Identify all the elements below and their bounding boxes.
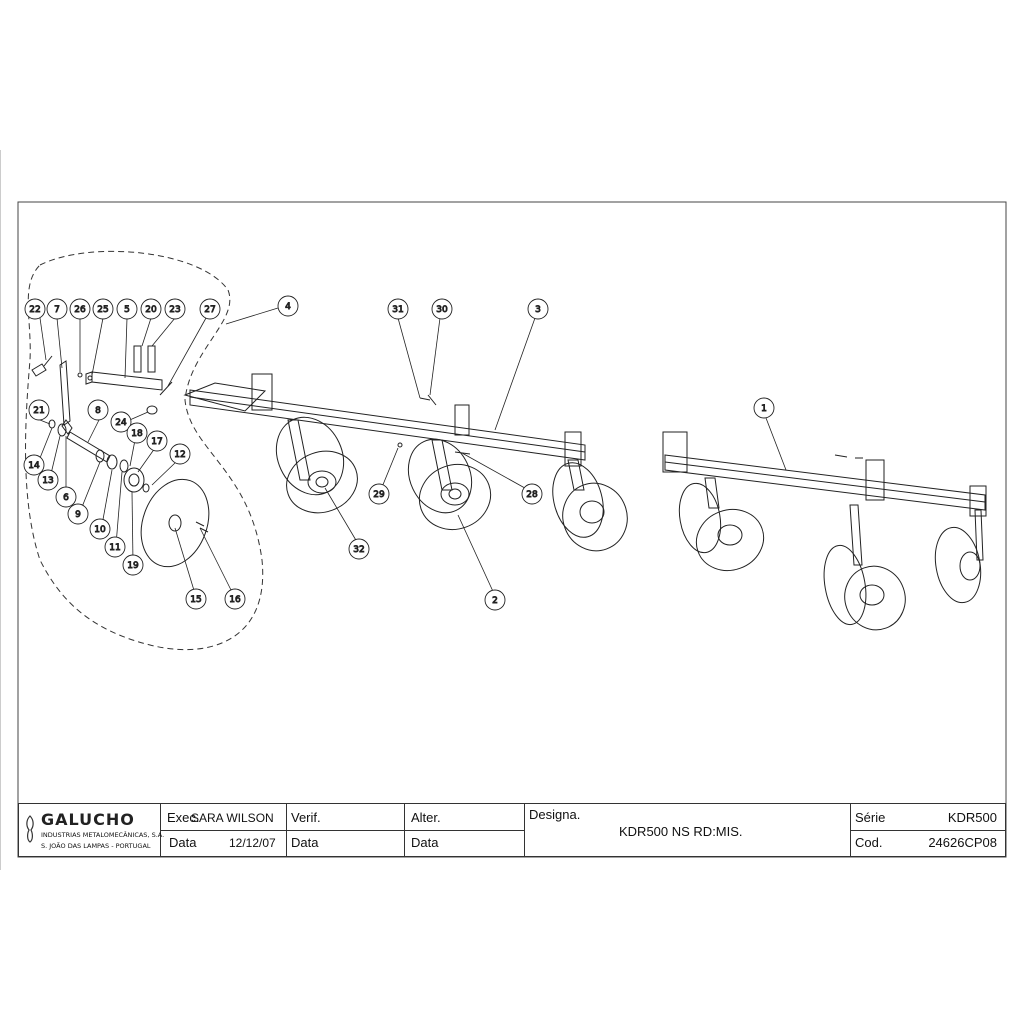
- exec-cell: Exec. SARA WILSON Data 12/12/07: [161, 804, 287, 856]
- callout-29: 29: [368, 483, 390, 505]
- callout-31: 31: [387, 298, 409, 320]
- callout-32-label: 32: [353, 545, 364, 555]
- designation-cell: Designa. KDR500 NS RD:MIS.: [525, 804, 851, 856]
- callout-1: 1: [753, 397, 775, 419]
- leader-lines: [37, 307, 787, 599]
- cod-label: Cod.: [855, 835, 883, 850]
- verif-label: Verif.: [291, 810, 321, 825]
- callout-21-label: 21: [33, 406, 44, 416]
- callout-23: 23: [164, 298, 186, 320]
- callout-4: 4: [277, 295, 299, 317]
- callout-14-label: 14: [28, 461, 40, 471]
- callout-11: 11: [104, 536, 126, 558]
- callout-30-label: 30: [436, 305, 448, 315]
- callout-bubbles: 22 7 26 25 5 20 23 27 4 31 30 3 21 8 24 …: [23, 295, 775, 611]
- callout-28-label: 28: [526, 490, 538, 500]
- verif-date-label: Data: [291, 835, 319, 850]
- verif-cell: Verif. Data: [287, 804, 405, 856]
- callout-6-label: 6: [63, 493, 69, 503]
- callout-8-label: 8: [95, 406, 101, 416]
- exec-date-value: 12/12/07: [229, 836, 276, 850]
- callout-3-label: 3: [535, 305, 541, 315]
- callout-14: 14: [23, 454, 45, 476]
- callout-3: 3: [527, 298, 549, 320]
- callout-19-label: 19: [127, 561, 139, 571]
- callout-18: 18: [126, 422, 148, 444]
- designation-value: KDR500 NS RD:MIS.: [619, 824, 743, 839]
- callout-13: 13: [37, 469, 59, 491]
- callout-24: 24: [110, 411, 132, 433]
- alter-label: Alter.: [411, 810, 441, 825]
- callout-16: 16: [224, 588, 246, 610]
- cod-value: 24626CP08: [928, 835, 997, 850]
- company-name: GALUCHO: [41, 810, 135, 829]
- callout-11-label: 11: [109, 543, 120, 553]
- callout-20-label: 20: [145, 305, 157, 315]
- callout-1-label: 1: [761, 404, 767, 414]
- detail-enclosure: [25, 250, 264, 651]
- logo-cell: GALUCHO INDUSTRIAS METALOMECÂNICAS, S.A.…: [19, 804, 165, 856]
- designation-label: Designa.: [529, 807, 581, 822]
- callout-10-label: 10: [94, 525, 106, 535]
- callout-19: 19: [122, 554, 144, 576]
- callout-25-label: 25: [97, 305, 108, 315]
- callout-27: 27: [199, 298, 221, 320]
- company-line-2: S. JOÃO DAS LAMPAS - PORTUGAL: [41, 842, 151, 850]
- callout-7-label: 7: [54, 305, 60, 315]
- callout-20: 20: [140, 298, 162, 320]
- alter-date-label: Data: [411, 835, 439, 850]
- callout-30: 30: [431, 298, 453, 320]
- callout-15-label: 15: [190, 595, 201, 605]
- callout-5-label: 5: [124, 305, 130, 315]
- callout-2-label: 2: [492, 596, 498, 606]
- callout-32: 32: [348, 538, 370, 560]
- callout-5: 5: [116, 298, 138, 320]
- callout-17-label: 17: [151, 437, 162, 447]
- company-line-1: INDUSTRIAS METALOMECÂNICAS, S.A.: [41, 831, 165, 839]
- callout-13-label: 13: [42, 476, 53, 486]
- exec-value: SARA WILSON: [191, 811, 274, 825]
- callout-9: 9: [67, 503, 89, 525]
- callout-7: 7: [46, 298, 68, 320]
- callout-21: 21: [28, 399, 50, 421]
- callout-28: 28: [521, 483, 543, 505]
- callout-12-label: 12: [174, 450, 185, 460]
- detail-parts: [31, 345, 210, 568]
- callout-4-label: 4: [285, 302, 291, 312]
- drawing-border: [17, 201, 1007, 858]
- callout-15: 15: [185, 588, 207, 610]
- exec-label: Exec.: [167, 810, 200, 825]
- callout-12: 12: [169, 443, 191, 465]
- callout-26: 26: [69, 298, 91, 320]
- serie-value: KDR500: [947, 810, 997, 825]
- callout-6: 6: [55, 486, 77, 508]
- callout-10: 10: [89, 518, 111, 540]
- callout-9-label: 9: [75, 510, 81, 520]
- alter-cell: Alter. Data: [405, 804, 525, 856]
- callout-16-label: 16: [229, 595, 241, 605]
- serie-cod-cell: Série KDR500 Cod. 24626CP08: [851, 804, 1005, 856]
- callout-23-label: 23: [169, 305, 180, 315]
- callout-31-label: 31: [392, 305, 403, 315]
- galucho-logo-icon: [26, 815, 34, 843]
- callout-27-label: 27: [204, 305, 215, 315]
- callout-25: 25: [92, 298, 114, 320]
- title-block: GALUCHO INDUSTRIAS METALOMECÂNICAS, S.A.…: [18, 803, 1006, 857]
- callout-18-label: 18: [131, 429, 143, 439]
- serie-label: Série: [855, 810, 886, 825]
- callout-17: 17: [146, 430, 168, 452]
- callout-26-label: 26: [74, 305, 86, 315]
- callout-24-label: 24: [115, 418, 127, 428]
- exec-date-label: Data: [169, 835, 197, 850]
- callout-22-label: 22: [29, 305, 40, 315]
- left-frame-assembly: [183, 373, 628, 552]
- right-frame-assembly: [662, 431, 987, 631]
- callout-22: 22: [24, 298, 46, 320]
- callout-8: 8: [87, 399, 109, 421]
- callout-2: 2: [484, 589, 506, 611]
- callout-29-label: 29: [373, 490, 385, 500]
